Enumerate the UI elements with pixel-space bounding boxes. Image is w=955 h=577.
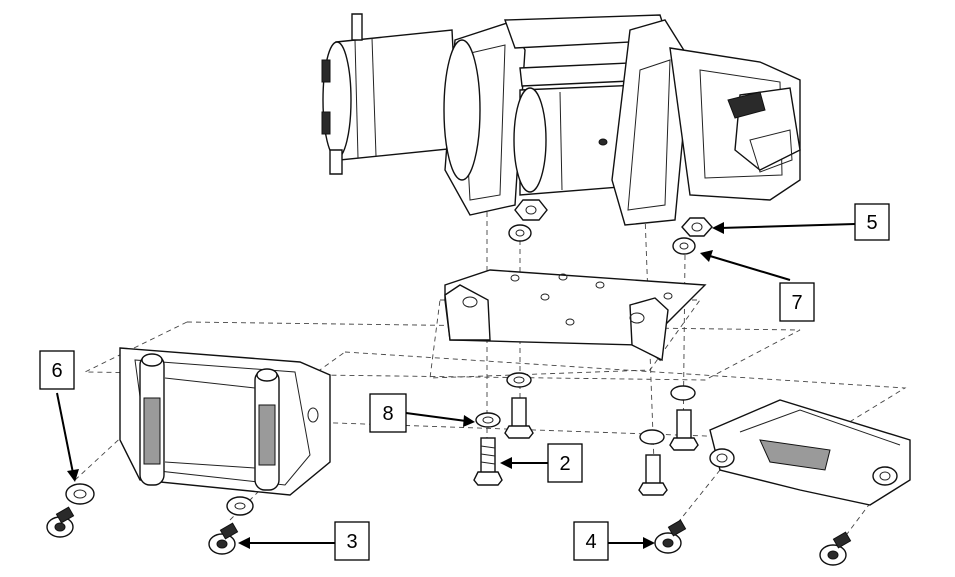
callout-3: 3 xyxy=(334,521,370,561)
callout-3-label: 3 xyxy=(346,531,357,553)
callout-6: 6 xyxy=(39,350,75,390)
callout-7-label: 7 xyxy=(791,292,802,314)
callout-6-label: 6 xyxy=(51,360,62,382)
hawse-fairlead xyxy=(709,399,911,506)
upper-hardware xyxy=(508,199,713,255)
callout-2-label: 2 xyxy=(559,453,570,475)
roller-fairlead xyxy=(119,347,331,496)
winch-assembly xyxy=(321,13,801,226)
callout-arrows xyxy=(56,222,856,549)
mounting-plate xyxy=(444,269,707,362)
callout-5: 5 xyxy=(854,203,890,241)
callout-7: 7 xyxy=(779,282,815,322)
callout-8-label: 8 xyxy=(382,403,393,425)
callout-4-label: 4 xyxy=(585,531,596,553)
callout-5-label: 5 xyxy=(866,212,877,234)
callout-2: 2 xyxy=(547,443,583,483)
lower-hardware xyxy=(46,372,852,566)
callout-4: 4 xyxy=(573,521,609,561)
callout-8: 8 xyxy=(369,393,407,433)
